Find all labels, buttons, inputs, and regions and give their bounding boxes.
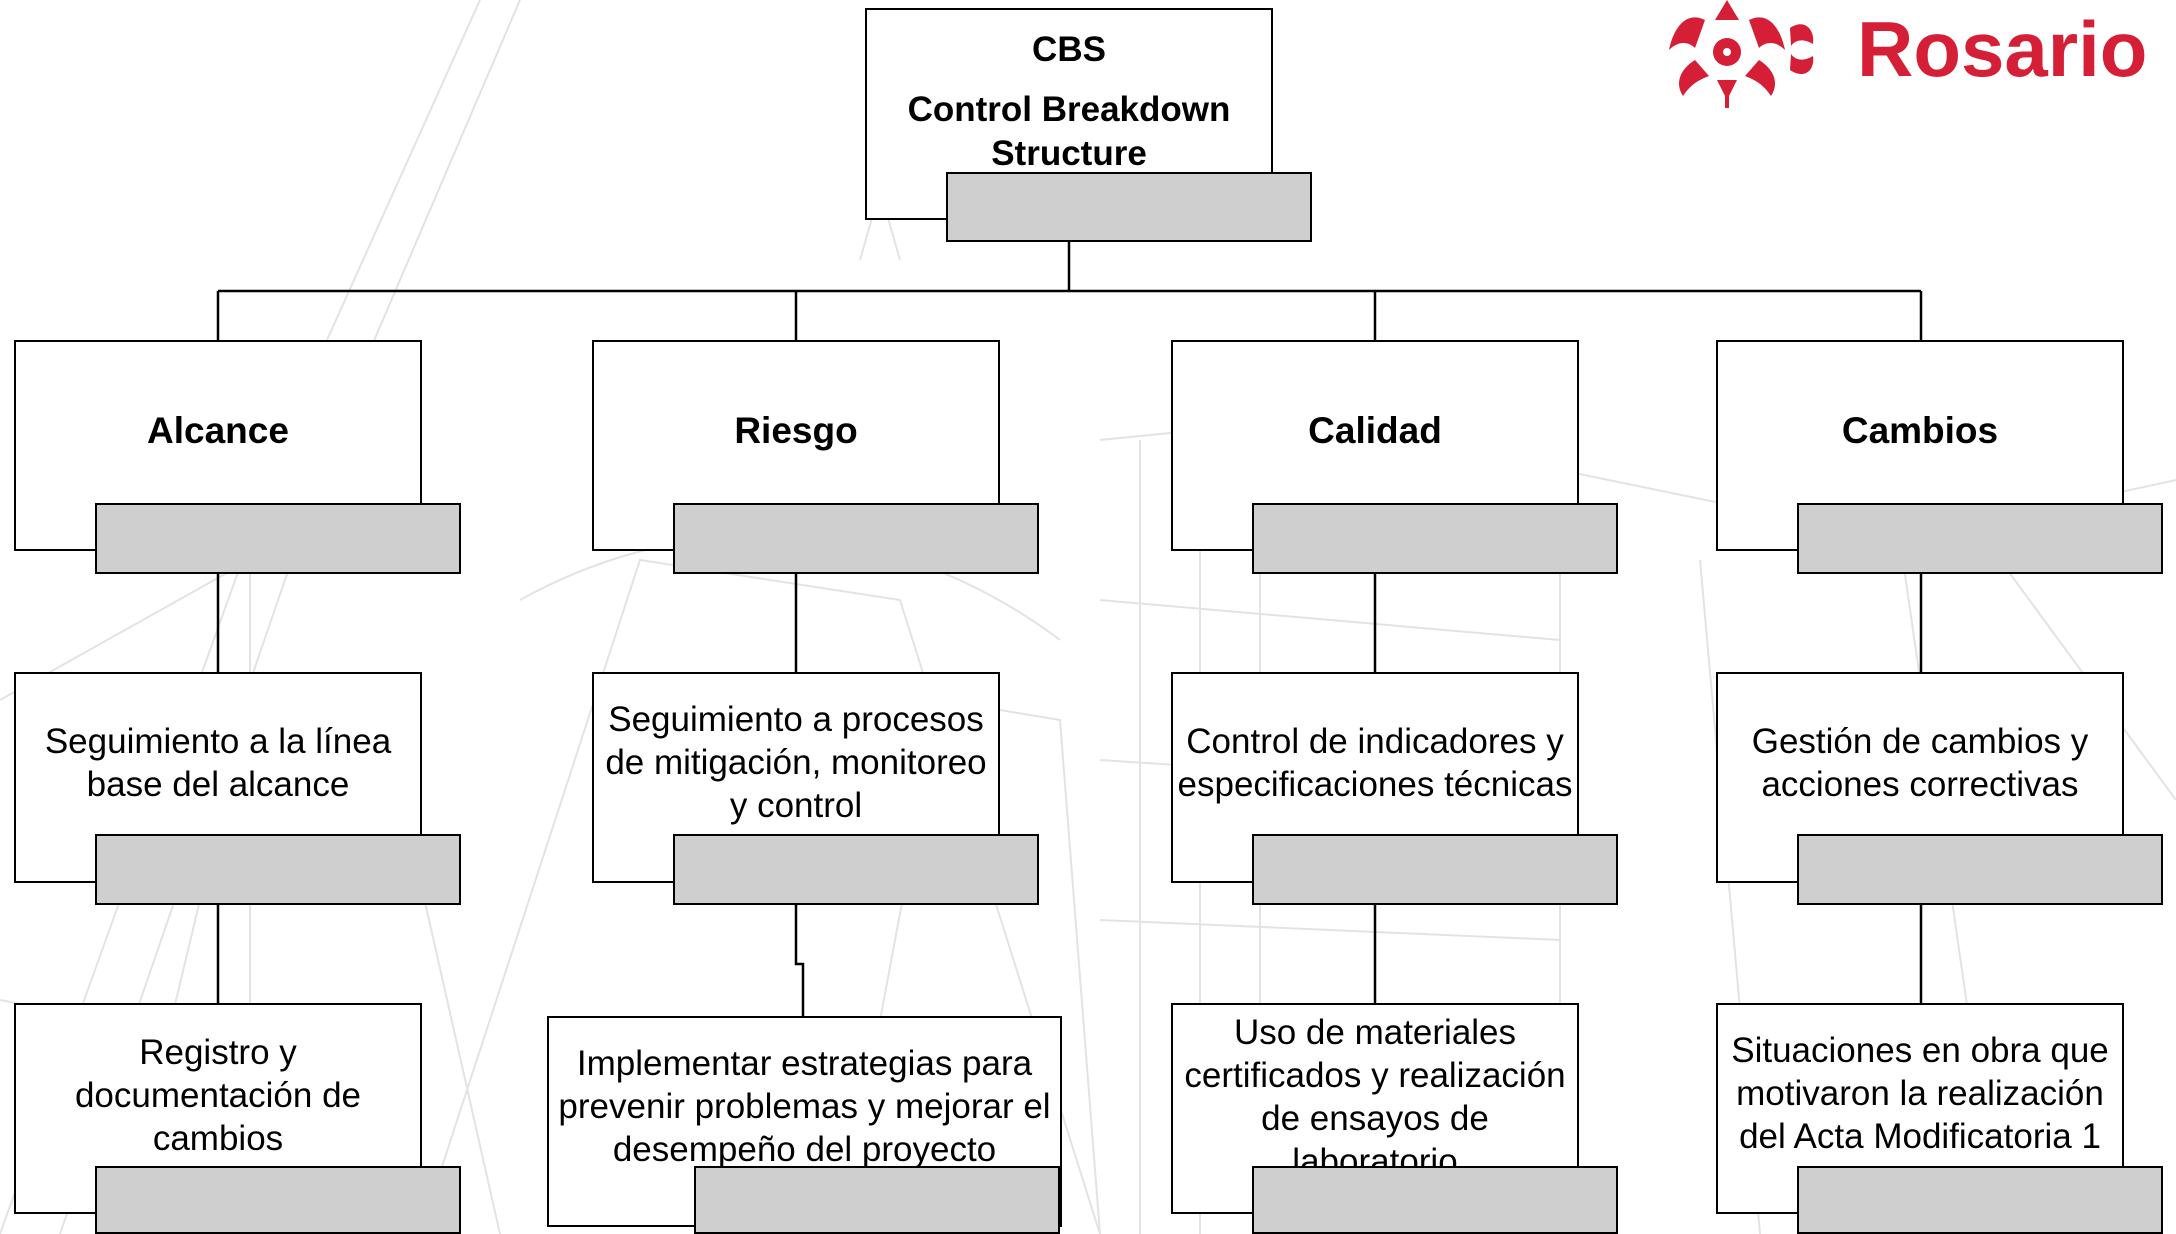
category-title: Cambios <box>1841 409 1999 451</box>
category-tag <box>95 503 461 574</box>
level2-tag <box>673 834 1039 905</box>
level3-tag <box>1797 1166 2163 1234</box>
root-title: CBS <box>1032 30 1106 69</box>
category-title: Alcance <box>147 409 289 451</box>
level2-text: Seguimiento a procesos de mitigación, mo… <box>605 700 987 825</box>
category-tag <box>1797 503 2163 574</box>
category-tag <box>1252 503 1618 574</box>
level3-tag <box>1252 1166 1618 1234</box>
level2-text: Control de indicadores y especificacione… <box>1177 721 1573 804</box>
level2-text: Gestión de cambios y acciones correctiva… <box>1751 721 2089 804</box>
root-subtitle: Control Breakdown Structure <box>907 90 1231 173</box>
category-title: Riesgo <box>734 409 858 451</box>
level3-tag <box>694 1166 1060 1234</box>
level2-tag <box>95 834 461 905</box>
level3-text: Situaciones en obra que motivaron la rea… <box>1731 1031 2109 1156</box>
level3-text: Implementar estrategias para prevenir pr… <box>558 1044 1051 1169</box>
category-tag <box>673 503 1039 574</box>
level2-node-calidad: Control de indicadores y especificacione… <box>1171 672 1579 883</box>
root-tag <box>946 172 1312 242</box>
level2-text: Seguimiento a la línea base del alcance <box>44 721 392 804</box>
level3-tag <box>95 1166 461 1234</box>
university-seal-icon <box>1669 0 1814 108</box>
level2-tag <box>1797 834 2163 905</box>
level3-text: Uso de materiales certificados y realiza… <box>1184 1013 1566 1181</box>
category-title: Calidad <box>1308 409 1442 451</box>
level2-tag <box>1252 834 1618 905</box>
level3-text: Registro y documentación de cambios <box>74 1033 362 1158</box>
university-logo-text: Rosario <box>1857 5 2148 93</box>
